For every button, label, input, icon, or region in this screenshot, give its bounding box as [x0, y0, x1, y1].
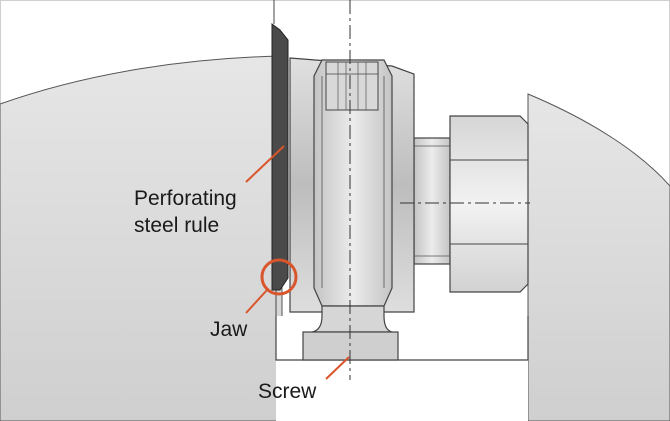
nut	[449, 115, 529, 293]
screw-leader	[325, 356, 350, 380]
rule-label-line1: Perforating	[134, 187, 237, 210]
bolt-head	[325, 61, 379, 111]
screw-label: Screw	[258, 380, 317, 403]
base-outline	[275, 316, 529, 361]
jaw-label: Jaw	[210, 318, 248, 341]
screw-neck	[311, 305, 393, 333]
jaw-marker	[260, 258, 298, 296]
jaw-leader	[245, 289, 268, 314]
rule-leader	[245, 145, 285, 183]
cylinder-left	[0, 55, 283, 421]
rule-label-line2: steel rule	[134, 214, 219, 237]
shaft	[413, 137, 451, 265]
perforating-steel-rule	[271, 23, 289, 291]
